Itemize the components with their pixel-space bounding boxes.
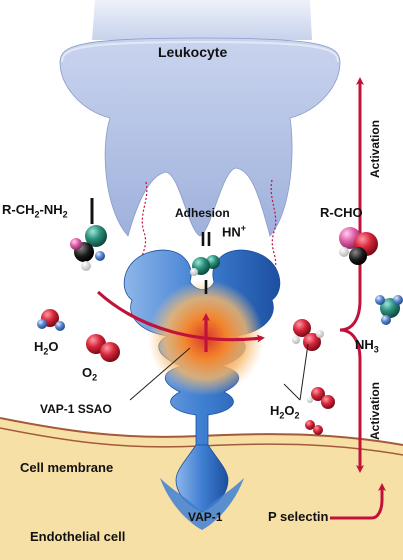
vap1-label: VAP-1 [188,510,223,524]
amine-molecule [70,198,107,271]
adhesion-label: Adhesion [175,206,230,220]
ammonia-label: NH3 [355,337,379,355]
activation-bottom-label: Activation [368,381,382,440]
aldehyde-molecule [339,227,378,265]
activation-top-label: Activation [368,119,382,178]
leukocyte-tethers [140,179,277,271]
amine-label: R-CH2-NH2 [2,202,68,220]
oxygen-label: O2 [82,365,98,383]
leukocyte [59,0,341,237]
adhesion-bond [201,232,211,294]
peroxide-label: H2O2 [270,403,300,421]
pointer-lines [129,343,309,401]
p-selectin-label: P selectin [268,509,329,524]
aldehyde-label: R-CHO [320,205,363,220]
vap-ssao-label: VAP-1 SSAO [40,402,112,416]
peroxide-molecule-small [305,387,335,435]
leukocyte-label: Leukocyte [158,44,228,60]
hn-label: HN+ [222,223,247,240]
reaction-arrows [96,77,386,520]
hn-molecule [190,255,220,276]
water-molecule [37,309,65,331]
cell-membrane-label: Cell membrane [20,460,114,475]
ammonia-molecule [375,295,403,325]
water-label: H2O [34,339,59,357]
endothelial-label: Endothelial cell [30,529,126,544]
oxygen-molecule [86,334,120,362]
